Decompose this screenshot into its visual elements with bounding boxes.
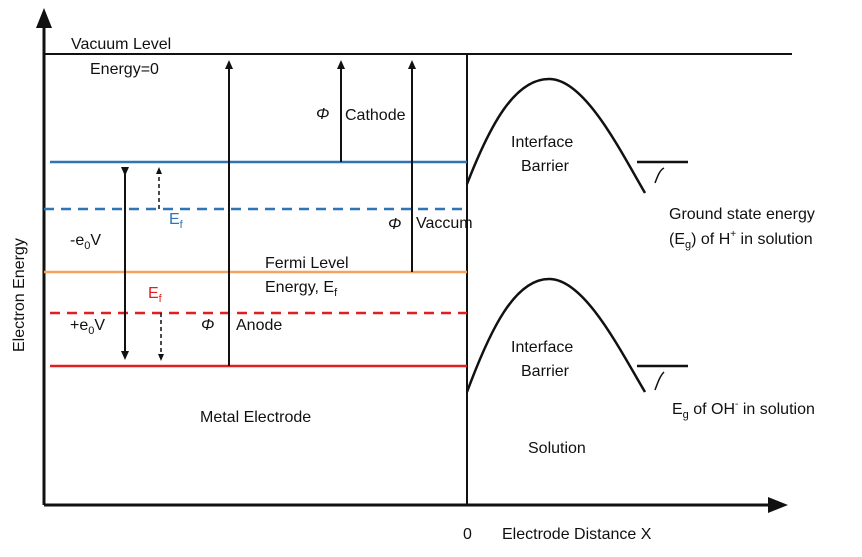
upper-barrier-label-line2: Barrier (521, 158, 570, 175)
upper-interface-barrier-curve (465, 77, 647, 194)
upper-barrier-label-line1: Interface (511, 134, 573, 151)
phi-vacuum-label: Vaccum (416, 215, 473, 232)
energy-zero-label: Energy=0 (90, 61, 159, 78)
eg-oh-label: Eg of OH- in solution (672, 399, 815, 421)
fermi-energy-label: Energy, Ef (265, 279, 338, 299)
x-origin-label: 0 (463, 526, 472, 543)
lower-interface-barrier-curve (465, 277, 647, 393)
solution-label: Solution (528, 440, 586, 457)
phi-cathode-label: Cathode (345, 107, 406, 124)
vacuum-level-label: Vacuum Level (71, 36, 171, 53)
phi-cathode-symbol: Φ (316, 106, 329, 123)
metal-electrode-label: Metal Electrode (200, 409, 311, 426)
phi-vacuum-symbol: Φ (388, 216, 401, 233)
oh-minus-pointer (654, 371, 665, 391)
phi-anode-symbol: Φ (201, 317, 214, 334)
ground-state-label-line1: Ground state energy (669, 206, 815, 223)
plus-e0v-label: +e0V (70, 317, 105, 337)
ground-state-label-line2: (Eg) of H+ in solution (669, 229, 813, 251)
lower-barrier-label-line2: Barrier (521, 363, 570, 380)
x-axis-arrowhead (768, 497, 788, 513)
x-axis-label: Electrode Distance X (502, 526, 652, 543)
minus-e0v-label: -e0V (70, 232, 101, 252)
y-axis-label: Electron Energy (11, 238, 28, 352)
h-plus-pointer (654, 167, 665, 184)
ef-upper-label: Ef (169, 211, 184, 231)
y-axis-arrowhead (36, 8, 52, 28)
phi-anode-label: Anode (236, 317, 282, 334)
ef-lower-label: Ef (148, 285, 163, 305)
fermi-level-label: Fermi Level (265, 255, 349, 272)
lower-barrier-label-line1: Interface (511, 339, 573, 356)
